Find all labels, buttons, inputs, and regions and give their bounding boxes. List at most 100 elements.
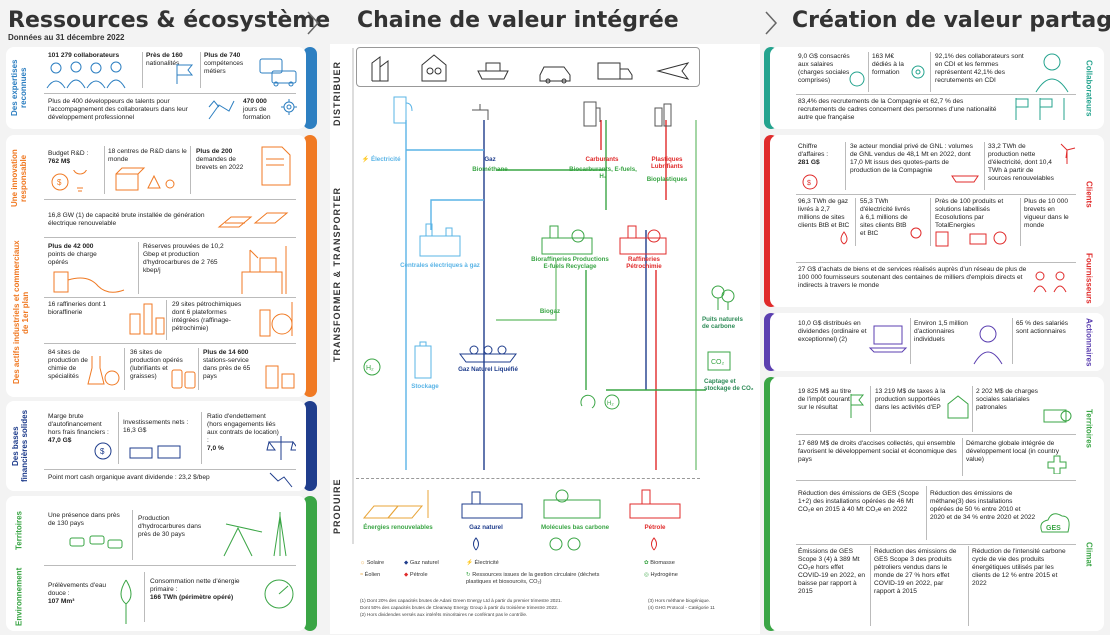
flag-icon (176, 64, 194, 84)
stat: Réduction des émissions de méthane(3) de… (930, 490, 1036, 522)
scale-icon (266, 436, 296, 460)
electricity-icon: ⚡ (466, 560, 473, 566)
gas-drop-icon: ◆ (404, 560, 409, 566)
collab-card (770, 47, 1104, 129)
stat: Réduction de l'intensité carbone cycle d… (972, 548, 1066, 588)
bases-card (6, 401, 306, 491)
distribution-strip (356, 47, 700, 87)
oil-platform-icon (241, 246, 287, 294)
production-label: Énergies renouvelables (363, 524, 433, 531)
document-icon (261, 146, 291, 186)
stat: Ratio d'endettement (hors engagements li… (207, 413, 279, 453)
building-icon (947, 395, 969, 419)
left-title: Ressources & écosystème (8, 8, 331, 33)
gear-icon (281, 99, 297, 115)
stat: Prélèvements d'eau douce :107 Mm³ (48, 582, 107, 606)
tree-icon (711, 285, 735, 310)
people-icon (46, 61, 126, 89)
source-icons (473, 537, 657, 551)
section-band (303, 135, 317, 397)
stat: 17 689 M$ de droits d'accises collectés,… (798, 440, 957, 464)
stat: Réserves prouvées de 10,2 Gbep et produc… (143, 243, 224, 275)
axis-label: DISTRIBUER (332, 60, 342, 126)
stat: 96,3 TWh de gaz livrés à 2,7 millions de… (798, 198, 850, 230)
customer-icons (371, 54, 690, 84)
flags-icon (1015, 98, 1065, 120)
footnote: (4) GHG Protocol - Catégorie 11 (648, 605, 715, 610)
stat: Production d'hydrocarbures dans près de … (138, 515, 202, 539)
stat: 18 centres de R&D dans le monde (108, 148, 187, 164)
cross-icon (1047, 455, 1067, 474)
stat: Une présence dans près de 130 pays (48, 512, 120, 528)
flow-label: Biocarburants, E-fuels, H₂ (569, 166, 637, 181)
svg-text:$: $ (57, 178, 62, 187)
stat: 33,2 TWh de production nette d'électrici… (988, 143, 1054, 183)
people-icon (1033, 271, 1067, 293)
stat: Point mort cash organique avant dividend… (48, 474, 210, 481)
recycle-h2-icon: H₂ (580, 394, 620, 410)
stat: 10,0 G$ distribués en dividendes (ordina… (798, 320, 867, 344)
stat: 2 202 M$ de charges sociales salariales … (976, 388, 1038, 412)
footnote: (1) Dont 20% des capacités brutes de Ada… (360, 598, 562, 603)
coins-icon (849, 71, 865, 87)
footnote: (3) Hors méthane biogénique. (648, 598, 711, 603)
stat: 3e acteur mondial privé de GNL : volumes… (850, 143, 973, 175)
stat: Environ 1,5 million d'actionnaires indiv… (914, 320, 968, 344)
flow-label: Centrales électriques à gaz (400, 262, 480, 269)
section-label: Des actifs industriels et commerciaux de… (12, 240, 30, 385)
section-band (303, 401, 317, 491)
legend-item: ✿ Biomasse (644, 560, 675, 566)
flow-label: Biométhane (472, 166, 508, 173)
axis-label: PRODUIRE (332, 478, 342, 534)
station-icon (265, 365, 295, 389)
legend-item: ☼ Solaire (360, 560, 385, 566)
section-band (303, 47, 317, 129)
charger-icon (53, 271, 125, 293)
stat: 83,4% des recrutements de la Compagnie e… (798, 98, 997, 122)
gear-icon (911, 65, 925, 79)
legend-item: ≈ Éolien (360, 572, 381, 578)
refinery-icon (129, 303, 165, 335)
section-label: Territoires (1084, 408, 1094, 448)
gas-tap-icon (472, 104, 489, 120)
arrows-icon (208, 100, 235, 120)
stat: 163 M€ dédiés à la formation (872, 53, 904, 77)
right-title: Création de valeur partagée (792, 8, 1110, 33)
middle-title: Chaine de valeur intégrée (357, 8, 679, 33)
stat: 19 825 M$ au titre de l'impôt courant su… (798, 388, 852, 412)
production-icons (362, 489, 681, 519)
stat: Plus de 10 000 brevets en vigueur dans l… (1024, 198, 1069, 230)
stat: Près de 100 produits et solutions labell… (935, 198, 1004, 230)
innovation-card (6, 135, 306, 397)
stat: Consommation nette d'énergie primaire :1… (150, 578, 240, 602)
territoires-card (770, 377, 1104, 631)
legend-item: ◆ Gaz naturel (404, 560, 439, 566)
stat: Chiffre d'affaires :281 G$ (798, 143, 829, 167)
solar-panels-icon (217, 212, 289, 228)
svg-text:H₂: H₂ (366, 365, 374, 372)
fuel-pump-icon (583, 101, 601, 127)
stat: 16,8 GW (1) de capacité brute installée … (48, 212, 205, 228)
money-icon (129, 445, 181, 459)
flow-label: Carburants (585, 156, 619, 163)
legend-item: ⚡ Électricité (466, 560, 499, 566)
flasks-icon (87, 356, 120, 386)
lng-ship-icon (459, 345, 517, 363)
charger-icon (393, 96, 413, 124)
svg-text:CO₂: CO₂ (711, 359, 725, 366)
power-plant-icon (419, 223, 461, 257)
person-icon (1035, 53, 1069, 93)
stat: 16 raffineries dont 1 bioraffinerie (48, 301, 107, 317)
pumpjack-icon (223, 512, 287, 557)
section-label: Actionnaires (1084, 317, 1094, 367)
flag-icon (850, 394, 865, 418)
stat: 92,1% des collaborateurs sont en CDI et … (935, 53, 1024, 85)
stat: 101 279 collaborateurs (48, 52, 120, 59)
production-label: Gaz naturel (469, 524, 503, 531)
flow-label: Bioplastiques (646, 176, 688, 183)
flame-icon (840, 231, 848, 245)
